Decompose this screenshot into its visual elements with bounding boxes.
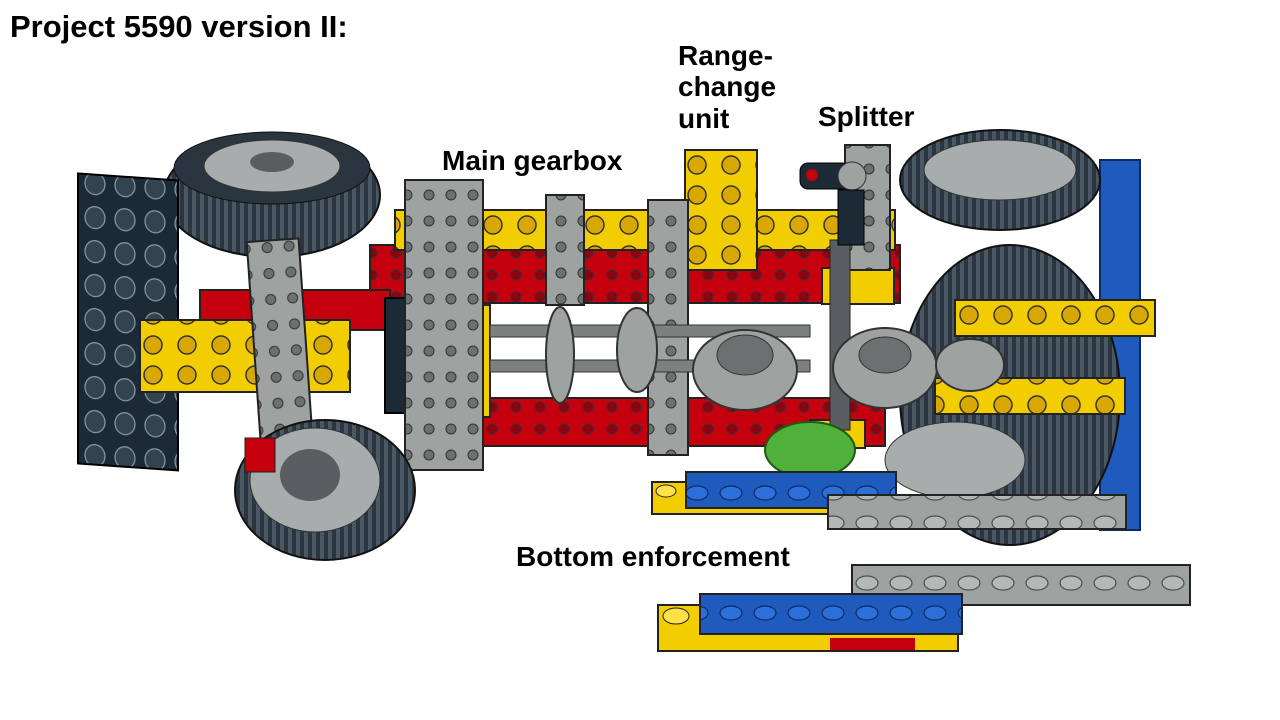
gear-train bbox=[489, 239, 1005, 479]
wheel-front-left bbox=[234, 419, 416, 561]
bottom-enforcement-plates bbox=[651, 471, 1191, 652]
gray-beam-2 bbox=[545, 194, 585, 306]
label-splitter: Splitter bbox=[818, 101, 915, 132]
label-main-gearbox: Main gearbox bbox=[442, 145, 623, 176]
wheel-right-stack bbox=[884, 129, 1141, 546]
gray-beam-1 bbox=[404, 179, 484, 471]
label-bottom-enforcement: Bottom enforcement bbox=[516, 541, 790, 572]
yellow-range-plate bbox=[684, 149, 758, 271]
splitter-valve bbox=[799, 161, 867, 246]
yellow-beam-right-1 bbox=[954, 299, 1156, 337]
page-title: Project 5590 version II: bbox=[10, 9, 348, 44]
label-range-change-unit: Range- change unit bbox=[678, 40, 777, 134]
wheel-rear-left bbox=[163, 131, 381, 258]
yellow-beam-left bbox=[139, 319, 351, 393]
